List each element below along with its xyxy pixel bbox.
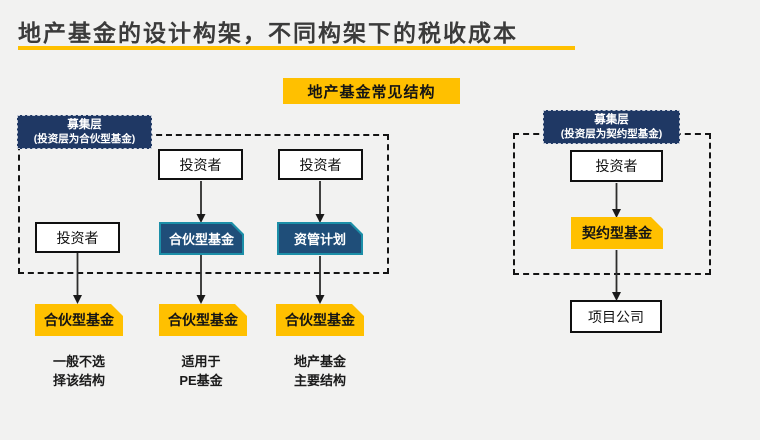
node-project-company: 项目公司 (570, 300, 662, 333)
node-investor-col3: 投资者 (278, 149, 363, 180)
caption-col2-line1: 适用于 (181, 354, 221, 369)
caption-col1-line2: 择该结构 (52, 373, 105, 388)
caption-col1-line1: 一般不选 (52, 354, 105, 369)
left-group-dashed-frame (18, 134, 389, 274)
caption-col2-line2: PE基金 (179, 373, 223, 388)
node-contract-fund: 契约型基金 (571, 217, 663, 249)
right-group-badge: 募集层 (投资层为契约型基金) (543, 110, 680, 144)
caption-col2: 适用于 PE基金 (147, 352, 255, 390)
caption-col3: 地产基金 主要结构 (266, 352, 374, 390)
caption-col3-line1: 地产基金 (293, 354, 346, 369)
node-investor-right: 投资者 (570, 150, 663, 182)
left-badge-title: 募集层 (67, 119, 102, 131)
node-partnership-fund-col1: 合伙型基金 (35, 304, 123, 336)
node-partnership-fund-mid-col2: 合伙型基金 (159, 222, 244, 255)
node-asset-mgmt-plan-col3: 资管计划 (277, 222, 363, 255)
node-asset-mgmt-plan-col3-label: 资管计划 (279, 224, 361, 253)
page-title: 地产基金的设计构架，不同构架下的税收成本 (18, 20, 518, 46)
section-badge: 地产基金常见结构 (283, 78, 460, 104)
caption-col3-line2: 主要结构 (293, 373, 346, 388)
caption-col1: 一般不选 择该结构 (25, 352, 133, 390)
right-badge-subtitle: (投资层为契约型基金) (560, 128, 663, 140)
left-group-badge: 募集层 (投资层为合伙型基金) (17, 115, 152, 149)
title-underline (18, 46, 575, 50)
node-investor-col1: 投资者 (35, 222, 120, 253)
right-badge-title: 募集层 (594, 114, 629, 126)
node-partnership-fund-col3: 合伙型基金 (276, 304, 364, 336)
node-partnership-fund-mid-col2-label: 合伙型基金 (161, 224, 242, 253)
left-badge-subtitle: (投资层为合伙型基金) (33, 133, 136, 145)
node-partnership-fund-col2: 合伙型基金 (159, 304, 247, 336)
node-investor-col2: 投资者 (158, 149, 243, 180)
